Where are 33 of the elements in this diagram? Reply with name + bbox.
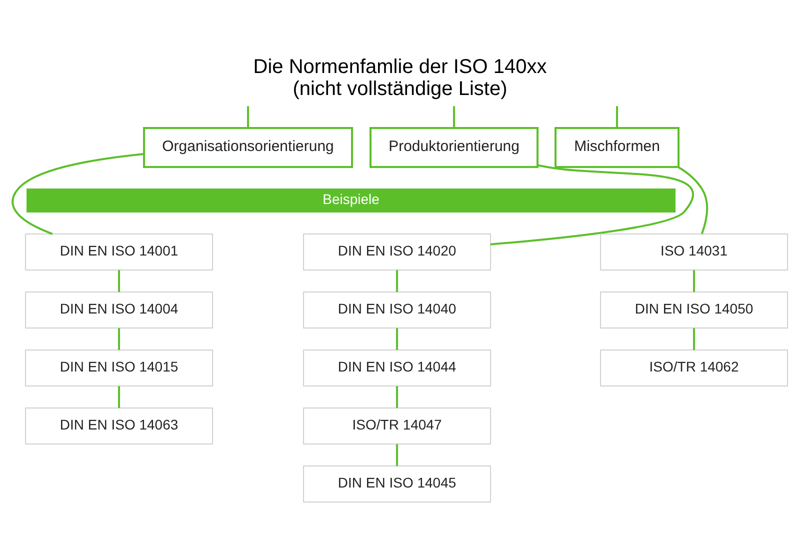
connector [118, 386, 120, 408]
connector [490, 164, 694, 245]
connector [616, 106, 618, 128]
connector [693, 270, 696, 292]
node-box: DIN EN ISO 14015 [25, 349, 214, 386]
node-box: Produktorientierung [370, 126, 539, 168]
connector [12, 152, 144, 234]
node-box: DIN EN ISO 14004 [25, 291, 214, 328]
connector [396, 328, 398, 350]
connector [678, 166, 708, 234]
connector [396, 270, 398, 292]
connector [453, 106, 456, 128]
node-box: DIN EN ISO 14063 [25, 407, 214, 444]
node-box: Mischformen [554, 126, 680, 168]
node-box: DIN EN ISO 14040 [303, 291, 492, 328]
connector [247, 106, 250, 128]
node-box: ISO 14031 [600, 233, 788, 270]
diagram-title: Die Normenfamlie der ISO 140xx [253, 56, 547, 78]
connector [396, 386, 398, 408]
node-box: ISO/TR 14047 [303, 407, 492, 444]
caption: (nicht vollständige Liste) [292, 78, 508, 100]
connector [118, 270, 120, 292]
node-box: ISO/TR 14062 [600, 349, 788, 386]
connector [693, 328, 696, 350]
node-box: Beispiele [26, 188, 676, 212]
node-box: DIN EN ISO 14045 [303, 465, 492, 502]
node-box: DIN EN ISO 14001 [25, 233, 214, 270]
connector [118, 328, 120, 350]
node-box: DIN EN ISO 14044 [303, 349, 492, 386]
node-box: DIN EN ISO 14020 [303, 233, 492, 270]
node-box: DIN EN ISO 14050 [600, 291, 788, 328]
connector [396, 444, 398, 466]
node-box: Organisationsorientierung [143, 126, 354, 168]
